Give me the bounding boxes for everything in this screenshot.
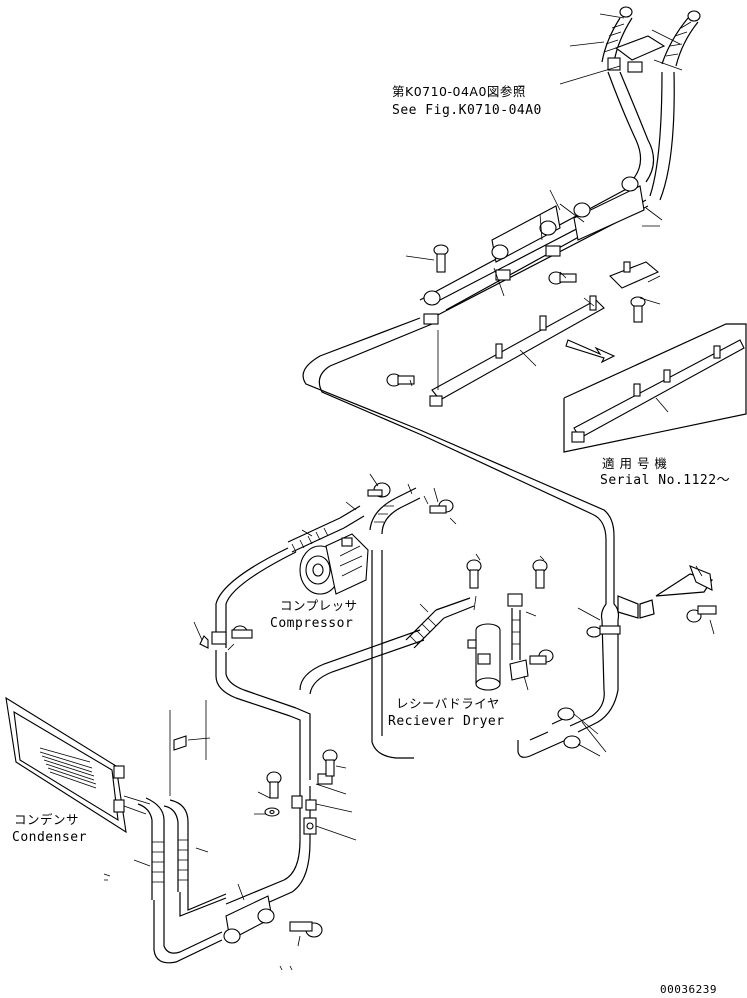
compressor-label-jp: コンプレッサ — [280, 598, 358, 613]
receiver-dryer-label-en: Reciever Dryer — [388, 714, 505, 729]
upper-rail — [419, 176, 649, 325]
bolt-receiver-3 — [529, 649, 554, 665]
bolt-mid-1 — [266, 771, 282, 799]
bolt-receiver-2 — [532, 559, 548, 589]
serial-label-en: Serial No.1122～ — [600, 473, 731, 488]
bolt-upper-1 — [433, 244, 449, 273]
lower-rail — [429, 295, 605, 407]
compressor — [299, 533, 369, 595]
bolt-bottom — [289, 921, 323, 938]
condenser-label-jp: コンデンサ — [14, 812, 80, 827]
ref-figure-jp: 第K0710-04A0図参照 — [392, 84, 526, 99]
bolt-upper-4 — [386, 373, 415, 387]
inset-box — [563, 323, 747, 453]
receiver-hose-2 — [507, 593, 523, 660]
compressor-label-en: Compressor — [270, 616, 354, 631]
ref-figure-en: See Fig.K0710-04A0 — [392, 103, 542, 118]
condenser-label-en: Condenser — [12, 830, 87, 845]
bolt-compressor-2 — [429, 499, 454, 514]
receiver-hose — [405, 597, 475, 649]
bolt-right-1 — [586, 625, 621, 638]
bolt-right-2 — [686, 605, 717, 623]
condenser — [5, 696, 127, 834]
bolt-receiver-1 — [466, 559, 482, 589]
washer-mid — [264, 807, 280, 817]
bolt-compressor-1 — [367, 482, 391, 498]
bolt-upper-2 — [548, 271, 577, 285]
bottom-bracket — [223, 895, 275, 944]
bolt-mid-2 — [322, 749, 338, 777]
drawing-number: 00036239 — [660, 983, 717, 996]
clamp-mid — [291, 773, 333, 835]
condenser-hose-1 — [137, 797, 165, 900]
condenser-hose-2 — [163, 799, 189, 892]
clip-right — [689, 565, 713, 591]
bolt-upper-3 — [630, 296, 646, 323]
receiver-dryer — [467, 623, 501, 691]
top-hose-right — [661, 10, 701, 67]
bracket-upper — [609, 261, 660, 289]
inset-arrow — [565, 339, 616, 364]
bolt-compressor-3 — [231, 625, 253, 639]
compressor-hose-right — [369, 487, 421, 535]
receiver-dryer-label-jp: レシーバドライヤ — [396, 696, 500, 711]
compressor-hose-left — [287, 505, 365, 553]
serial-label-jp: 適 用 号 機 — [602, 456, 668, 471]
